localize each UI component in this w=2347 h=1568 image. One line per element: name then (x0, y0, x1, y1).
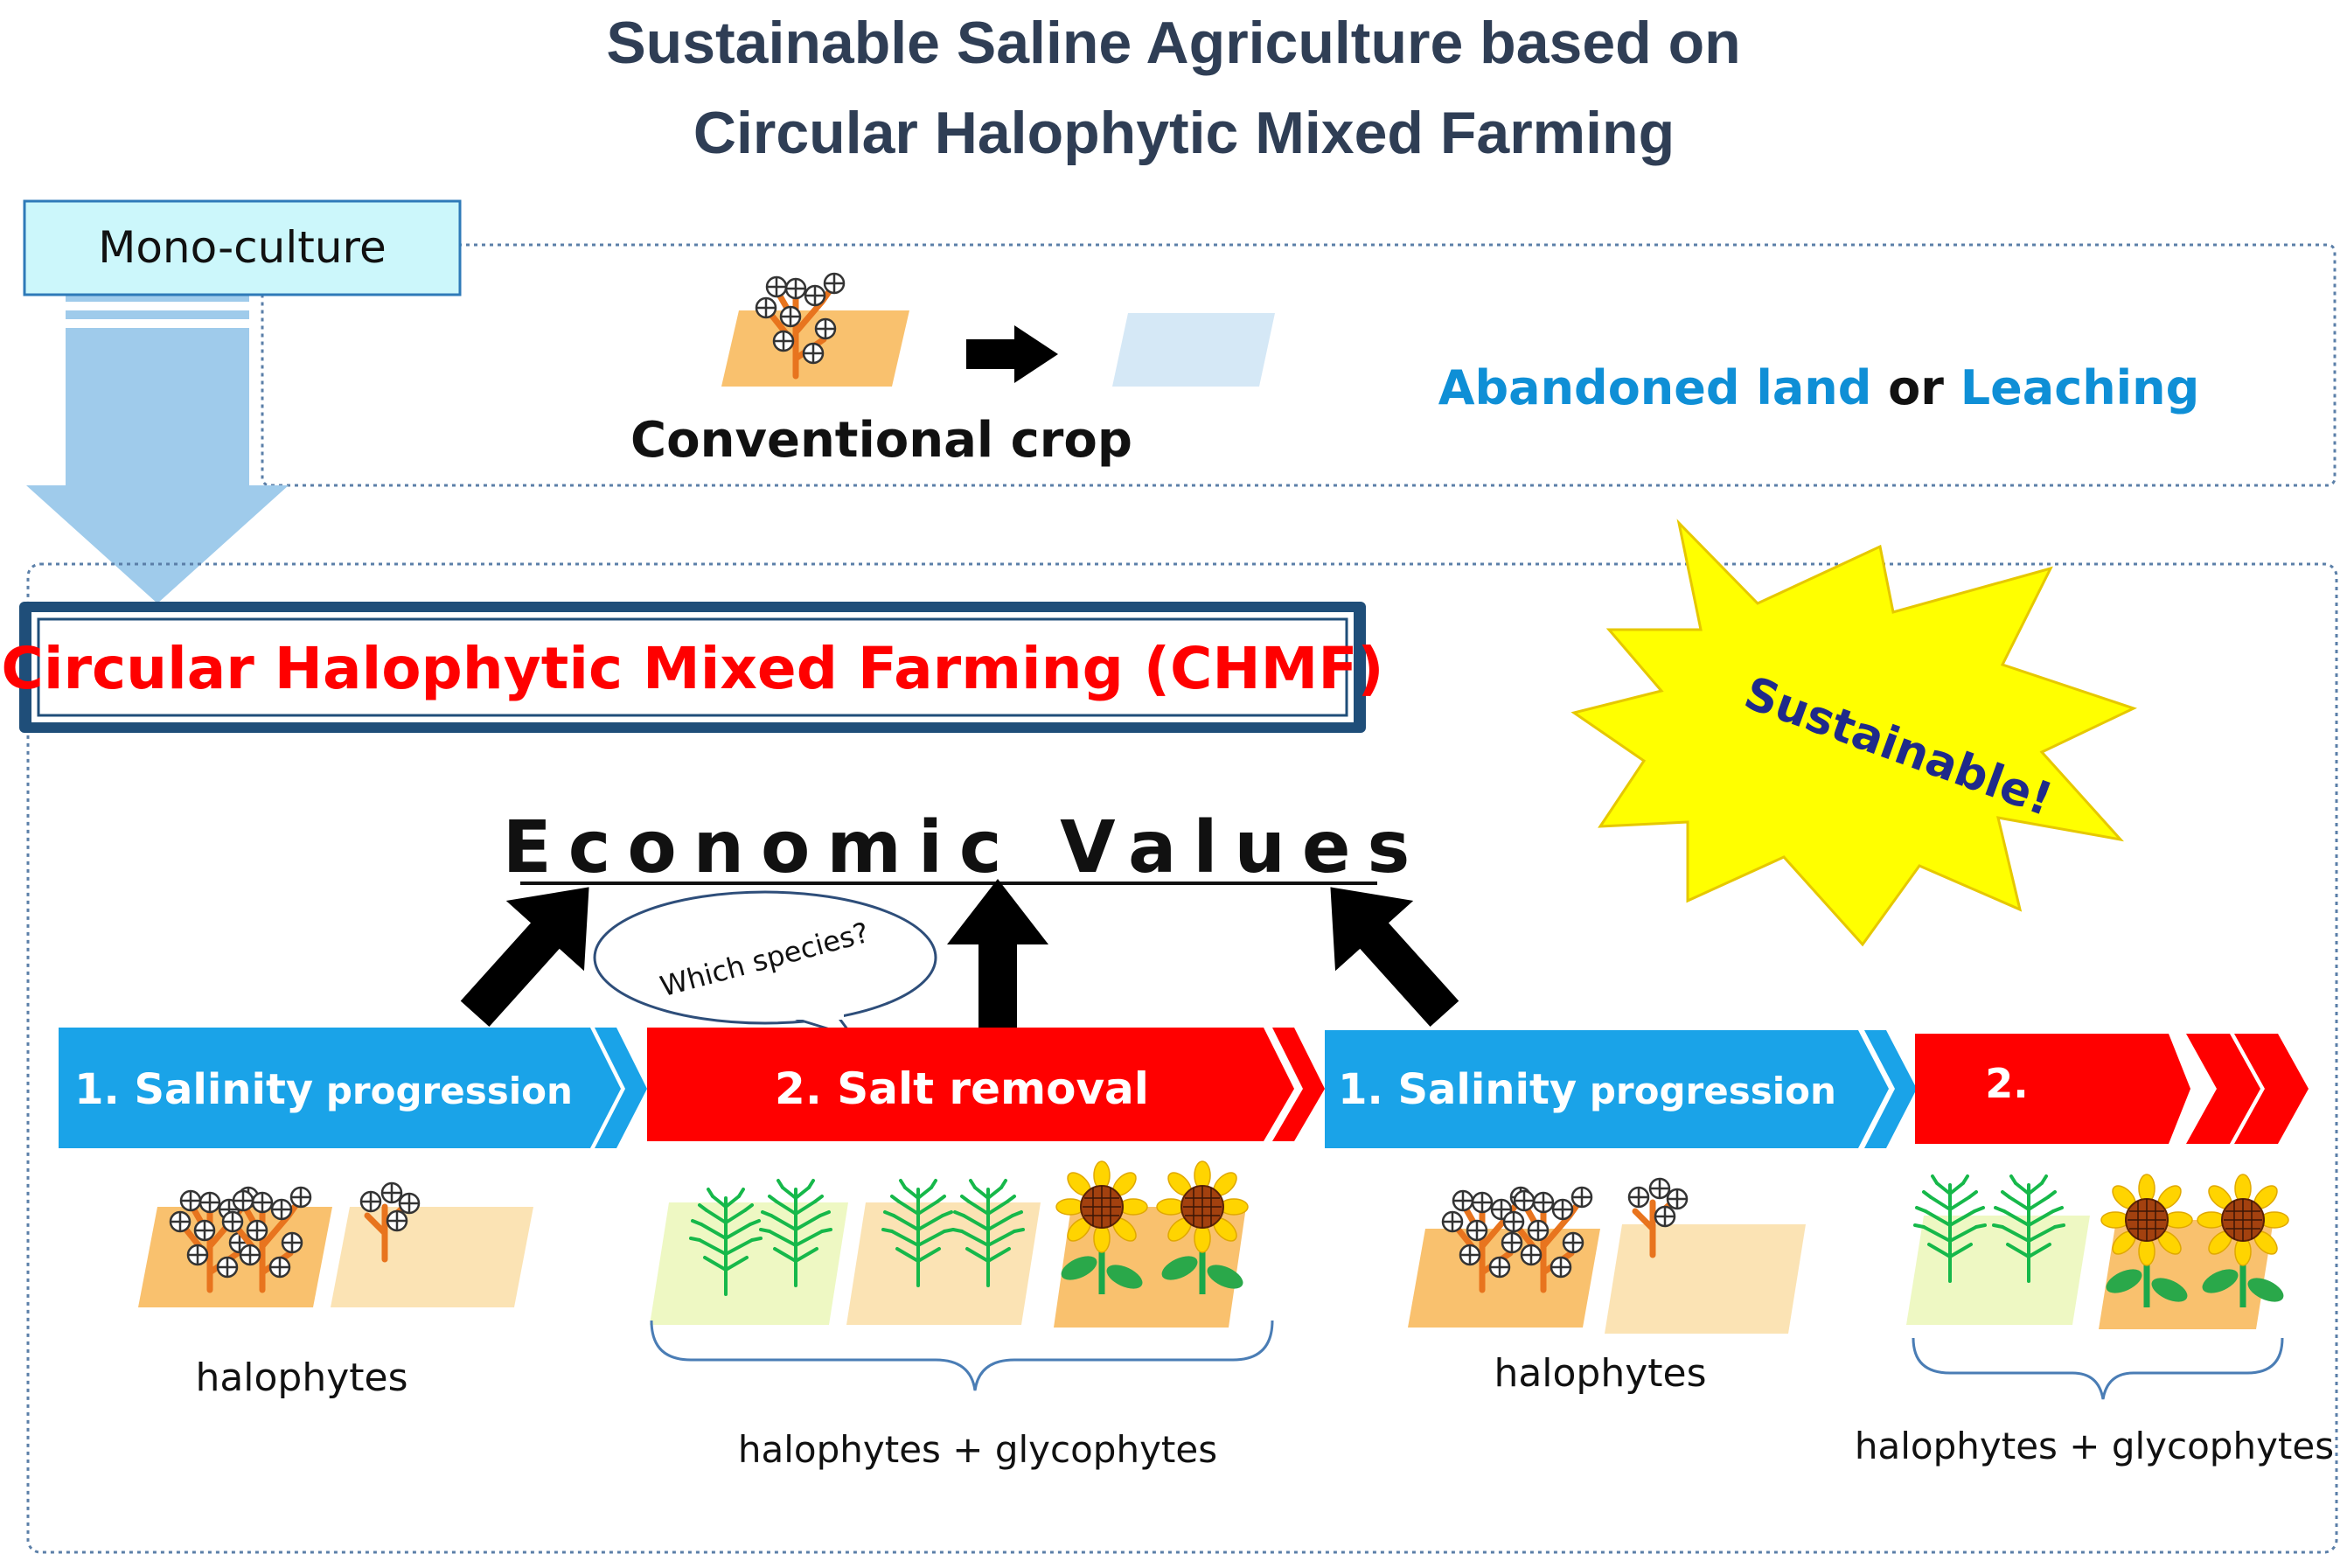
sunflower-icon (1157, 1161, 1248, 1294)
mono-culture-frame (261, 243, 2337, 487)
stage-1-plots (138, 1183, 533, 1307)
sunflower-icon (2197, 1174, 2288, 1307)
stage-1-label: 1. Salinity progression (74, 1065, 573, 1114)
stage-1-label-rest: progression (313, 1070, 573, 1112)
stage-3-plots (1408, 1179, 1806, 1334)
conventional-crop-label: Conventional crop (630, 412, 1132, 469)
stage-band-1 (59, 1028, 647, 1148)
title-line-2: Circular Halophytic Mixed Farming (693, 100, 1675, 166)
abandoned-plot (1112, 313, 1275, 387)
stage-4-plots (1906, 1174, 2288, 1329)
stage-3-label-main: 1. Salinity (1338, 1065, 1577, 1114)
abandoned-land-label: Abandoned land (1438, 360, 1872, 415)
black-arrow-icon (966, 325, 1058, 383)
title-line-1: Sustainable Saline Agriculture based on (606, 10, 1740, 76)
leaching-label: Leaching (1960, 360, 2200, 415)
stage-4-label: 2. (1985, 1060, 2028, 1107)
stage-band-4 (1915, 1034, 2309, 1144)
stage-4-label-main: 2. (1985, 1060, 2028, 1107)
stage-2-label-main: 2. Salt removal (775, 1063, 1149, 1114)
stage-band-2 (647, 1028, 1325, 1141)
stage-3-label-rest: progression (1577, 1070, 1836, 1112)
arrow-left-icon (460, 887, 589, 1028)
stage-band-3 (1325, 1030, 1917, 1148)
down-arrow-icon (26, 293, 289, 603)
outcome-text: Abandoned land or Leaching (1438, 360, 2200, 415)
stage-2-plots (650, 1161, 1248, 1328)
or-label: or (1871, 360, 1960, 415)
arrow-right-icon (1330, 887, 1459, 1028)
sustainable-starburst (1570, 519, 2138, 947)
chmf-frame (26, 562, 2338, 1554)
chmf-title-box (19, 602, 1366, 733)
sunflower-icon (1056, 1161, 1147, 1294)
stage-4-caption: halophytes + glycophytes (1855, 1425, 2334, 1467)
stage-2-label: 2. Salt removal (775, 1063, 1149, 1114)
stage-3-caption: halophytes (1494, 1351, 1706, 1396)
chmf-title: Circular Halophytic Mixed Farming (CHMF) (1, 635, 1383, 702)
mono-culture-label: Mono-culture (98, 222, 387, 273)
stage-4-brace (1912, 1337, 2284, 1400)
stage-2-caption: halophytes + glycophytes (738, 1428, 1217, 1471)
economic-values-label: Economic Values (503, 806, 1427, 889)
stage-1-caption: halophytes (195, 1355, 407, 1400)
stage-1-label-main: 1. Salinity (74, 1065, 313, 1114)
arrow-center-icon (947, 879, 1048, 1041)
stage-3-label: 1. Salinity progression (1338, 1065, 1836, 1114)
stage-2-brace (650, 1320, 1274, 1391)
sunflower-icon (2101, 1174, 2192, 1307)
mono-culture-box (23, 199, 462, 296)
